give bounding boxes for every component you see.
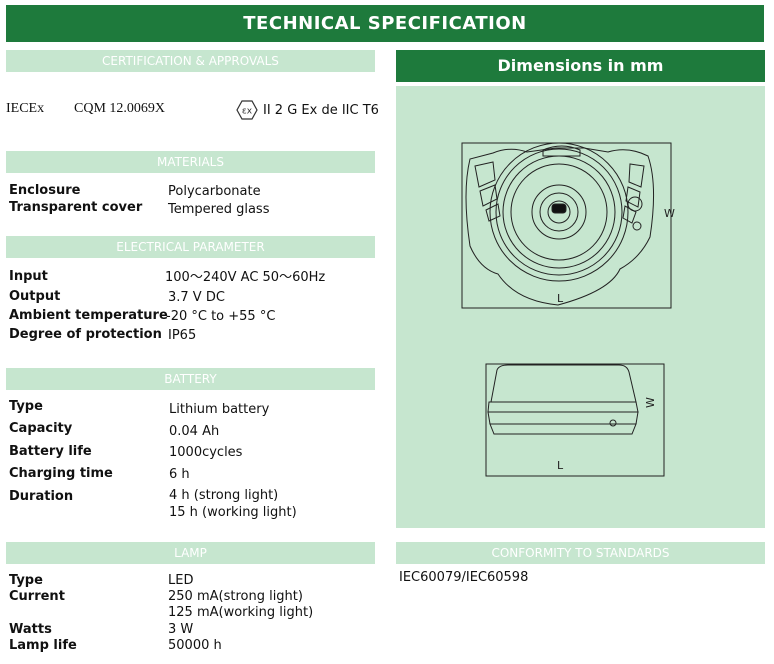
battery-value-capacity: 0.04 Ah: [169, 424, 220, 439]
battery-value-duration-2: 15 h (working light): [169, 505, 297, 520]
lamp-value-life: 50000 h: [168, 638, 222, 653]
top-view-drawing: [461, 142, 672, 309]
materials-header: MATERIALS: [6, 151, 375, 173]
electrical-value-ambient: -20 °C to +55 °C: [166, 309, 276, 324]
electrical-value-protection: IP65: [168, 328, 197, 343]
materials-label-enclosure: Enclosure: [9, 183, 81, 198]
dimensions-drawing-panel: W L W L: [396, 86, 765, 528]
lamp-value-type: LED: [168, 573, 194, 588]
materials-value-cover: Tempered glass: [168, 202, 270, 217]
top-view-w-label: W: [664, 207, 675, 220]
electrical-value-output: 3.7 V DC: [168, 290, 225, 305]
page-title: TECHNICAL SPECIFICATION: [6, 5, 764, 42]
conformity-header: CONFORMITY TO STANDARDS: [396, 542, 765, 564]
electrical-value-input: 100～240V AC 50～60Hz: [165, 270, 326, 285]
electrical-label-ambient: Ambient temperature: [9, 308, 168, 323]
battery-label-capacity: Capacity: [9, 421, 73, 436]
materials-value-enclosure: Polycarbonate: [168, 184, 261, 199]
top-view-l-label: L: [557, 292, 564, 305]
dimensions-drawing: W L W L: [461, 142, 675, 477]
battery-value-type: Lithium battery: [169, 402, 270, 417]
lamp-label-current: Current: [9, 589, 65, 604]
lamp-value-current: 250 mA(strong light): [168, 589, 303, 604]
battery-value-charging: 6 h: [169, 467, 190, 482]
lamp-value-watts: 3 W: [168, 622, 194, 637]
certification-header: CERTIFICATION & APPROVALS: [6, 50, 375, 72]
battery-label-life: Battery life: [9, 444, 92, 459]
side-view-drawing: [485, 363, 665, 477]
svg-text:εx: εx: [242, 107, 253, 117]
battery-header: BATTERY: [6, 368, 375, 390]
ex-hexagon-icon: εx: [236, 100, 258, 120]
electrical-label-input: Input: [9, 269, 48, 284]
battery-label-charging: Charging time: [9, 466, 113, 481]
battery-value-life: 1000cycles: [169, 445, 243, 460]
lamp-label-type: Type: [9, 573, 43, 588]
battery-label-type: Type: [9, 399, 43, 414]
electrical-header: ELECTRICAL PARAMETER: [6, 236, 375, 258]
side-view-bounding-box: [485, 363, 665, 477]
cert-number: CQM 12.0069X: [74, 101, 166, 116]
lamp-value-current-2: 125 mA(working light): [168, 605, 314, 620]
electrical-label-output: Output: [9, 289, 61, 304]
battery-label-duration: Duration: [9, 489, 74, 504]
lamp-label-life: Lamp life: [9, 638, 77, 653]
conformity-value: IEC60079/IEC60598: [399, 570, 529, 585]
cert-scheme: IECEx: [6, 101, 45, 116]
dimensions-header: Dimensions in mm: [396, 50, 765, 82]
electrical-label-protection: Degree of protection: [9, 327, 162, 342]
lamp-header: LAMP: [6, 542, 375, 564]
materials-label-cover: Transparent cover: [9, 200, 143, 215]
side-view-w-label: W: [644, 397, 657, 408]
ex-marking: II 2 G Ex de IIC T6: [263, 103, 379, 118]
battery-value-duration: 4 h (strong light): [169, 488, 279, 503]
side-view-l-label: L: [557, 459, 564, 472]
lamp-label-watts: Watts: [9, 622, 52, 637]
